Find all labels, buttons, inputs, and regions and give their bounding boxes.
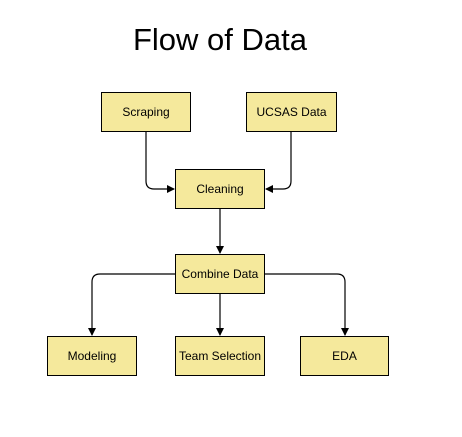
node-cleaning: Cleaning xyxy=(175,169,265,209)
node-combine-data: Combine Data xyxy=(175,254,265,294)
node-scraping-label: Scraping xyxy=(122,105,170,119)
node-scraping: Scraping xyxy=(101,92,191,132)
node-ucsas-data-label: UCSAS Data xyxy=(256,105,327,119)
node-modeling-label: Modeling xyxy=(67,349,117,363)
node-eda-label: EDA xyxy=(332,349,357,363)
diagram-title: Flow of Data xyxy=(132,22,307,57)
edge-combine-to-eda xyxy=(265,273,349,336)
node-team-selection-label: Team Selection xyxy=(178,349,262,363)
node-modeling: Modeling xyxy=(47,336,137,376)
node-team-selection: Team Selection xyxy=(175,336,265,376)
edge-ucsas-to-cleaning xyxy=(265,132,292,193)
node-combine-data-label: Combine Data xyxy=(181,267,259,281)
node-eda: EDA xyxy=(300,336,389,376)
node-cleaning-label: Cleaning xyxy=(196,182,244,196)
edge-scraping-to-cleaning xyxy=(145,132,175,193)
edge-combine-to-modeling xyxy=(88,273,175,336)
node-ucsas-data: UCSAS Data xyxy=(246,92,337,132)
